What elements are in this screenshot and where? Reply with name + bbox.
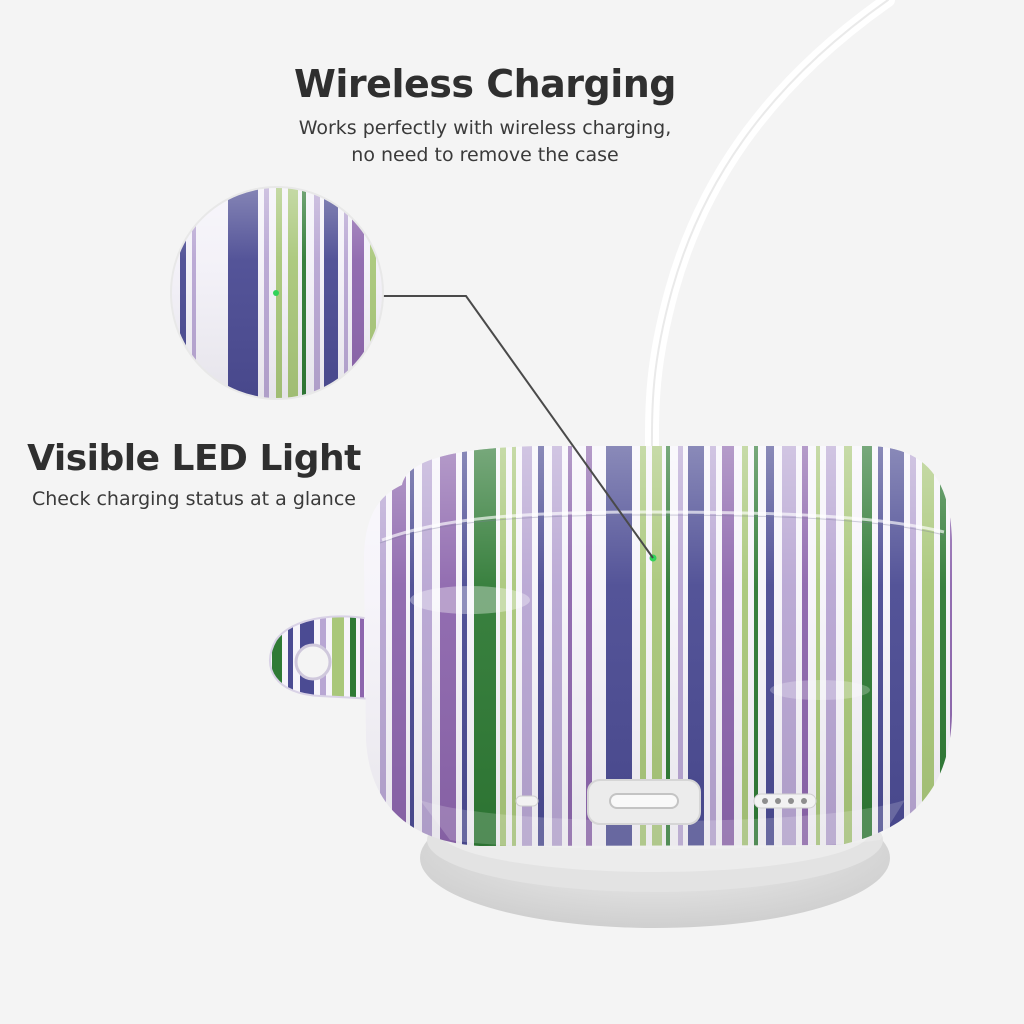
wireless-charging-description-line1: Works perfectly with wireless charging, xyxy=(298,117,672,139)
callout-line xyxy=(383,295,654,559)
led-zoom-circle xyxy=(170,186,384,400)
wireless-charging-title: Wireless Charging xyxy=(293,62,677,106)
led-light-description: Check charging status at a glance xyxy=(32,488,356,510)
airpods-case xyxy=(364,446,952,849)
zoom-led-icon xyxy=(273,290,279,296)
charging-port xyxy=(587,779,701,825)
wireless-charging-description-line2: no need to remove the case xyxy=(351,144,619,166)
speaker-holes xyxy=(515,793,817,809)
led-light-title: Visible LED Light xyxy=(27,438,361,479)
wireless-charging-description: Works perfectly with wireless charging, … xyxy=(0,115,970,169)
